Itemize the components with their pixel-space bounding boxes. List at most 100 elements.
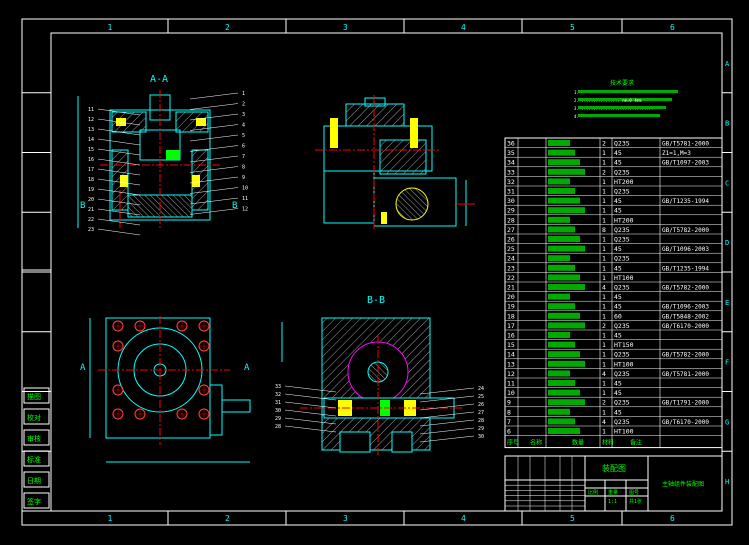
- bom-material: 45: [614, 332, 622, 340]
- bom-index: 6: [507, 428, 511, 436]
- bom-index: 30: [507, 197, 515, 205]
- column-label: 2: [225, 514, 230, 523]
- bom-name-bar: [548, 226, 575, 233]
- bom-name-bar: [548, 236, 580, 242]
- part-balloon: 8: [242, 165, 245, 171]
- bom-index: 33: [507, 168, 515, 176]
- bom-index: 35: [507, 149, 515, 157]
- column-label: 6: [670, 23, 675, 32]
- bom-material: Q235: [614, 399, 630, 407]
- bom-material: 45: [614, 159, 622, 167]
- bom-qty: 1: [602, 303, 606, 311]
- bom-material: 45: [614, 293, 622, 301]
- bom-name-bar: [548, 399, 585, 406]
- part-balloon: 31: [275, 400, 281, 406]
- bom-name-bar: [548, 140, 570, 146]
- bom-material: Q235: [614, 255, 630, 263]
- bom-index: 13: [507, 360, 515, 368]
- bom-qty: 1: [602, 236, 606, 244]
- part-balloon: 16: [88, 157, 94, 163]
- top-view: A A: [80, 316, 251, 463]
- bom-material: Q235: [614, 226, 630, 234]
- bom-qty: 1: [602, 188, 606, 196]
- bom-material: 45: [614, 207, 622, 215]
- bom-qty: 4: [602, 418, 606, 426]
- part-balloon: 15: [88, 147, 94, 153]
- bom-name-bar: [548, 389, 580, 396]
- side-strip-label: 标准: [27, 455, 41, 464]
- bom-name-bar: [548, 332, 570, 338]
- bom-name-bar: [548, 255, 570, 262]
- row-label: H: [725, 478, 729, 486]
- bom-header: 名称: [530, 439, 542, 447]
- bom-name-bar: [548, 149, 575, 156]
- part-balloon: 6: [242, 144, 245, 150]
- row-label: A: [725, 60, 730, 68]
- bom-material: Q235: [614, 284, 630, 292]
- bom-material: 45: [614, 303, 622, 311]
- part-balloon: 30: [478, 434, 484, 440]
- bom-material: 45: [614, 408, 622, 416]
- part-balloon: 25: [478, 394, 484, 400]
- bom-qty: 1: [602, 159, 606, 167]
- part-balloon: 30: [275, 408, 281, 414]
- row-label: G: [725, 418, 729, 426]
- bom-material: Q235: [614, 351, 630, 359]
- part-balloon: 21: [88, 207, 94, 213]
- part-balloon: 13: [88, 127, 94, 133]
- part-balloon: 11: [242, 196, 248, 202]
- bom-index: 10: [507, 389, 515, 397]
- bom-material: 45: [614, 245, 622, 253]
- bom-material: HT100: [614, 428, 634, 436]
- bom-name-bar: [548, 303, 575, 310]
- part-balloon: 32: [275, 392, 281, 398]
- column-label: 3: [343, 23, 348, 32]
- bom-material: Q235: [614, 236, 630, 244]
- bom-name-bar: [548, 351, 580, 358]
- part-balloon: 18: [88, 177, 94, 183]
- cut-letter-b-right: B: [232, 201, 237, 211]
- column-label: 5: [570, 514, 575, 523]
- bom-qty: 1: [602, 149, 606, 157]
- bom-index: 12: [507, 370, 515, 378]
- bom-index: 17: [507, 322, 515, 330]
- bom-index: 34: [507, 159, 515, 167]
- bom-name-bar: [548, 197, 580, 204]
- row-label: C: [725, 179, 729, 187]
- bom-name-bar: [548, 188, 575, 194]
- bom-name-bar: [548, 264, 575, 271]
- bom-material: HT100: [614, 274, 634, 282]
- part-balloon: 26: [478, 402, 484, 408]
- bom-name-bar: [548, 293, 570, 300]
- part-balloon: 22: [88, 217, 94, 223]
- part-balloon: 28: [478, 418, 484, 424]
- note-line: 1.: [574, 90, 579, 95]
- sheet-label: 图号: [629, 490, 639, 496]
- bom-qty: 1: [602, 332, 606, 340]
- bom-name-bar: [548, 380, 575, 386]
- bom-index: 11: [507, 380, 515, 388]
- bom-qty: 1: [602, 293, 606, 301]
- bom-name-bar: [548, 168, 585, 175]
- part-balloon: 17: [88, 167, 94, 173]
- bom-index: 15: [507, 341, 515, 349]
- bom-index: 31: [507, 188, 515, 196]
- row-label: F: [725, 359, 729, 367]
- bom-name-bar: [548, 408, 570, 415]
- bom-header: 材料: [602, 439, 614, 447]
- bom-remark: GB/T1791-2000: [662, 400, 709, 407]
- part-balloon: 9: [242, 175, 245, 181]
- bom-qty: 1: [602, 245, 606, 253]
- part-balloon: 24: [478, 386, 484, 392]
- bom-material: Q235: [614, 168, 630, 176]
- section-aa-label: A-A: [150, 74, 168, 85]
- bom-remark: GB/T6170-2000: [662, 419, 709, 426]
- bom-qty: 8: [602, 226, 606, 234]
- bom-name-bar: [548, 418, 575, 425]
- bom-qty: 1: [602, 178, 606, 186]
- bom-remark: GB/T5848-2002: [662, 313, 709, 320]
- bom-remark: GB/T1096-2003: [662, 246, 709, 253]
